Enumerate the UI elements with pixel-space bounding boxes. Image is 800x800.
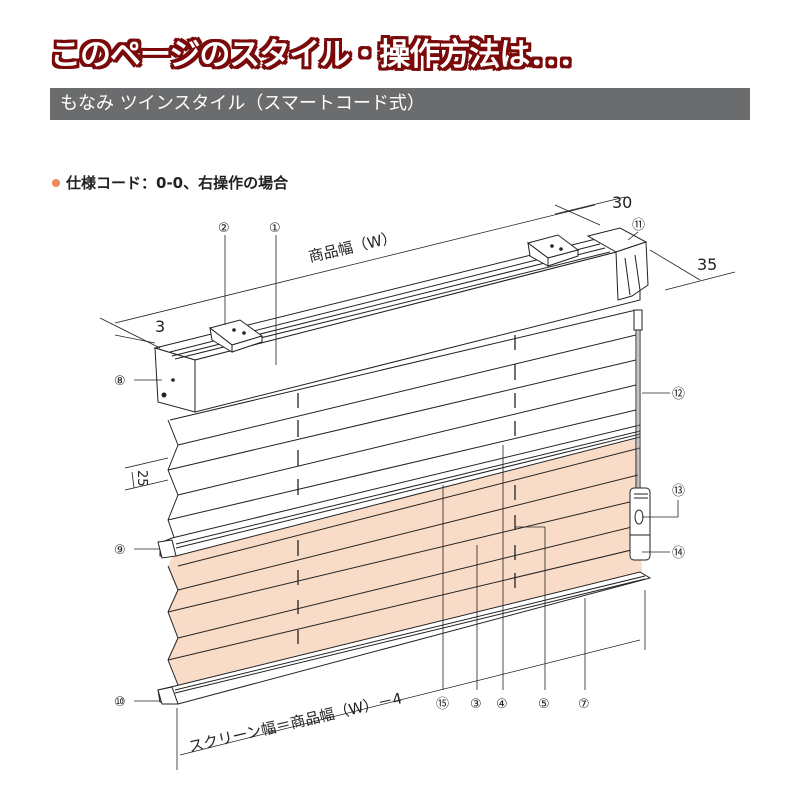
lower-pleated-screen bbox=[167, 428, 642, 686]
lift-cord-marks bbox=[297, 335, 516, 644]
style-name-bar: もなみ ツインスタイル（スマートコード式） bbox=[50, 88, 750, 120]
bullet-dot-icon bbox=[52, 178, 60, 187]
callout-11: ⑪ bbox=[632, 218, 645, 233]
pleat-pitch-label: 25 bbox=[134, 470, 149, 487]
operation-unit bbox=[586, 227, 649, 301]
offset-left-label: 3 bbox=[155, 317, 165, 336]
callout-5: ⑤ bbox=[538, 697, 550, 712]
callout-1: ① bbox=[269, 221, 281, 236]
callout-10: ⑩ bbox=[114, 695, 126, 710]
callout-13: ⑬ bbox=[672, 484, 685, 499]
page-heading: このページのスタイル・操作方法は．．． bbox=[50, 37, 589, 73]
mounting-bracket-right bbox=[526, 234, 580, 267]
upper-pleated-screen bbox=[167, 298, 637, 545]
spec-code-line: 仕様コード：0-0、右操作の場合 bbox=[52, 172, 288, 193]
bottom-rail bbox=[157, 571, 652, 705]
callout-9: ⑨ bbox=[114, 543, 126, 558]
callout-15: ⑮ bbox=[436, 697, 449, 712]
cord-grip bbox=[629, 487, 651, 561]
callout-12: ⑫ bbox=[672, 387, 685, 402]
callout-2: ② bbox=[218, 221, 230, 236]
callout-14: ⑭ bbox=[672, 546, 685, 561]
callout-7: ⑦ bbox=[578, 697, 590, 712]
callouts: ② ① ⑧ ⑨ ⑩ ⑪ ⑫ ⑬ ⑭ ⑮ ③ ④ ⑤ ⑦ bbox=[114, 218, 685, 712]
callout-4: ④ bbox=[496, 697, 508, 712]
style-name: もなみ ツインスタイル（スマートコード式） bbox=[60, 93, 425, 114]
operation-cord bbox=[633, 309, 643, 490]
leader-lines bbox=[134, 231, 679, 702]
callout-3: ③ bbox=[470, 697, 482, 712]
callout-8: ⑧ bbox=[114, 374, 126, 389]
depth-top-label: 30 bbox=[612, 193, 632, 212]
product-width-label: 商品幅（W） bbox=[307, 228, 399, 266]
mounting-bracket-left bbox=[208, 319, 264, 353]
screen-width-label: スクリーン幅＝商品幅（W）－4 bbox=[187, 689, 404, 756]
spec-code-label: 仕様コード：0-0、右操作の場合 bbox=[66, 174, 289, 192]
depth-side-label: 35 bbox=[697, 255, 717, 274]
dimension-lines bbox=[99, 196, 736, 770]
